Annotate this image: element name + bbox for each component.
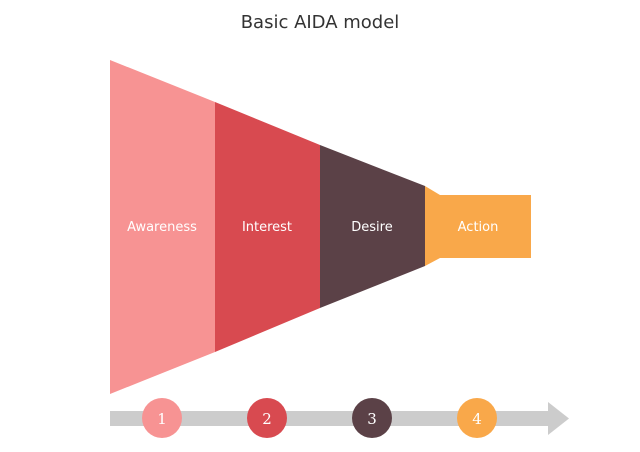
step-number-1: 1	[157, 410, 167, 428]
timeline-arrow-shaft	[110, 411, 550, 426]
timeline-arrow-head	[548, 402, 569, 435]
stage-label-action: Action	[458, 220, 499, 235]
step-marker-3	[352, 398, 392, 438]
timeline: 1 2 3 4	[110, 398, 569, 438]
funnel: Awareness Interest Desire Action	[110, 60, 531, 394]
step-number-4: 4	[472, 410, 482, 428]
stage-label-awareness: Awareness	[127, 220, 197, 235]
funnel-segment-action	[425, 186, 531, 266]
step-number-3: 3	[367, 410, 377, 428]
funnel-segment-awareness	[110, 60, 215, 394]
step-marker-4	[457, 398, 497, 438]
stage-label-desire: Desire	[351, 220, 392, 235]
funnel-segment-interest	[215, 102, 320, 352]
funnel-segment-desire	[320, 145, 425, 308]
step-number-2: 2	[262, 410, 272, 428]
step-marker-2	[247, 398, 287, 438]
stage-label-interest: Interest	[242, 220, 292, 235]
step-marker-1	[142, 398, 182, 438]
diagram-title: Basic AIDA model	[240, 12, 400, 33]
